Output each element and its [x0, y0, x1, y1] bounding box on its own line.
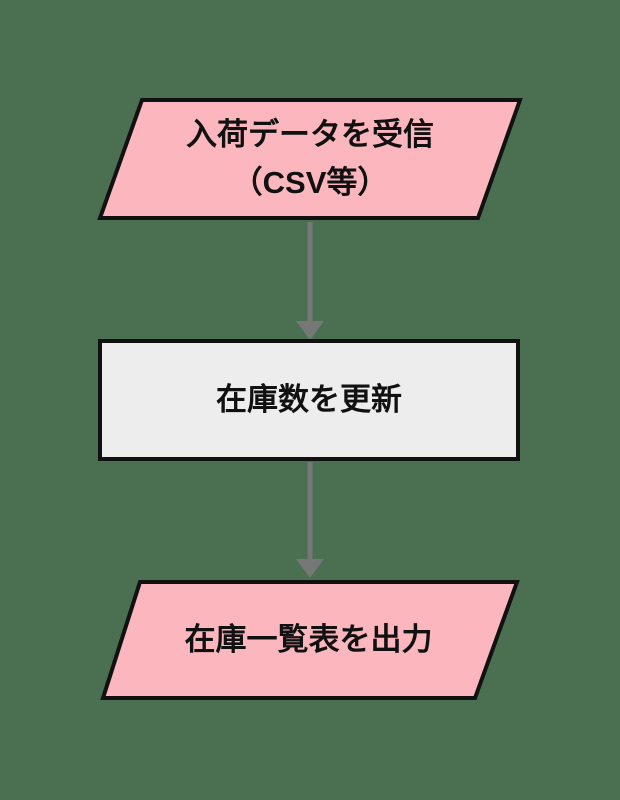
connector-1-arrowhead-icon [296, 321, 324, 340]
node-output-list-shape [100, 580, 520, 700]
node-update-stock-shape [98, 339, 520, 461]
node-receive-data-shape [97, 98, 523, 220]
connector-2-arrowhead-icon [296, 559, 324, 578]
